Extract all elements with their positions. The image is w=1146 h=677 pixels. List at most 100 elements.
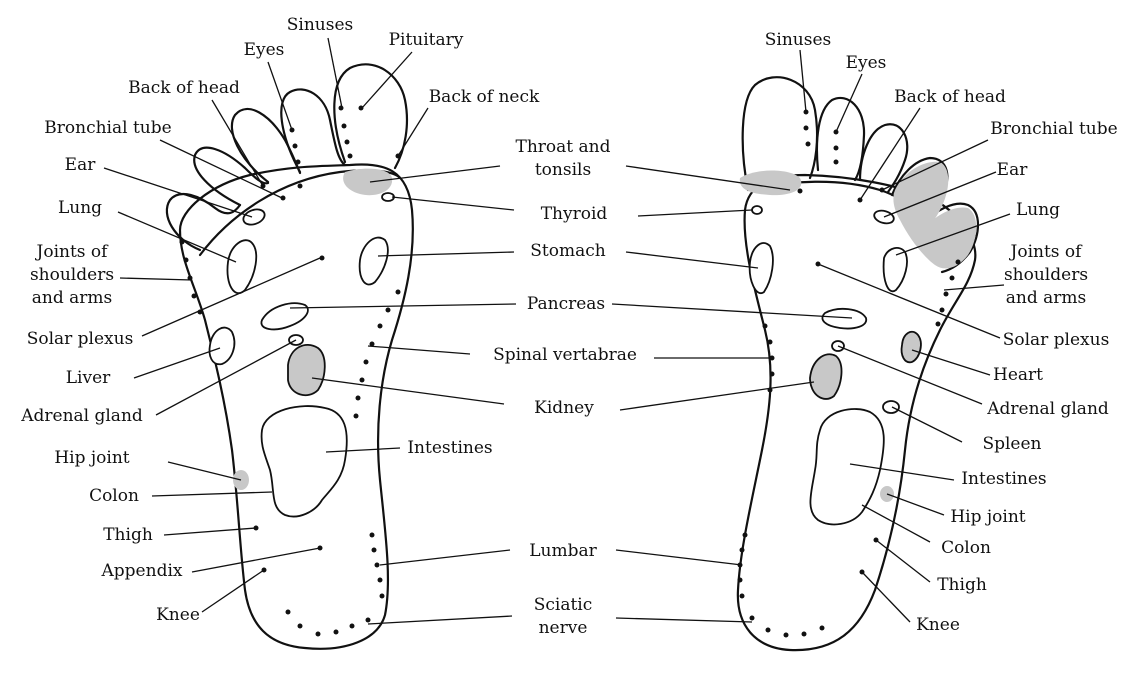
leader-line (397, 107, 429, 157)
leader-line (141, 257, 321, 337)
left-dot (379, 593, 385, 599)
leader-line (133, 347, 221, 379)
right-lung-area (882, 247, 908, 293)
center-labels: Throat and tonsils Thyroid Stomach Pancr… (289, 137, 853, 638)
label-back-of-head-left: Back of head (128, 78, 240, 98)
leader-line (911, 349, 991, 376)
right-spleen-spot (882, 400, 900, 414)
left-dot (297, 183, 303, 189)
right-dot (803, 125, 809, 131)
label-solar-plexus-right: Solar plexus (1003, 330, 1110, 350)
left-dot (280, 195, 286, 201)
left-liver-area (208, 326, 236, 366)
left-dot (377, 577, 383, 583)
right-dot (742, 532, 748, 538)
left-dot (297, 623, 303, 629)
leader-line (377, 251, 515, 257)
leader-line (886, 493, 945, 516)
leader-line (163, 527, 257, 536)
left-dot (341, 123, 347, 129)
left-dot (377, 323, 383, 329)
leader-line (859, 107, 921, 201)
label-joints-left-1: Joints of (35, 242, 110, 262)
label-spleen-right: Spleen (982, 434, 1041, 454)
label-stomach: Stomach (530, 241, 605, 261)
label-bronchial-tube-right: Bronchial tube (990, 119, 1117, 139)
left-dot (385, 307, 391, 313)
label-lung-left: Lung (58, 198, 102, 218)
right-foot-sole-outline (736, 173, 977, 652)
left-dot (395, 289, 401, 295)
leader-line (103, 167, 253, 218)
right-foot: Sinuses Eyes Back of head Bronchial tube… (736, 30, 1118, 652)
right-dot (819, 625, 825, 631)
left-foot-little-toe (165, 192, 242, 252)
leader-line (167, 461, 242, 481)
left-foot-fourth-toe (193, 146, 270, 207)
left-dot (295, 159, 301, 165)
right-kidney-area (809, 353, 843, 400)
label-eyes-right: Eyes (846, 53, 887, 73)
label-knee-right: Knee (916, 615, 960, 635)
leader-line (625, 251, 759, 269)
label-pancreas: Pancreas (527, 294, 605, 314)
label-pituitary-left: Pituitary (389, 30, 464, 50)
leader-line (883, 171, 997, 218)
right-dot (939, 307, 945, 313)
leader-line (289, 303, 517, 309)
label-spinal-vertabrae: Spinal vertabrae (493, 345, 637, 365)
label-hip-joint-right: Hip joint (950, 507, 1025, 527)
leader-line (367, 345, 471, 355)
left-dot (359, 377, 365, 383)
left-dot (369, 341, 375, 347)
label-sinuses-left: Sinuses (287, 15, 354, 35)
right-dot (762, 323, 768, 329)
leader-line (637, 209, 753, 217)
left-foot: Sinuses Pituitary Eyes Back of head Back… (20, 15, 540, 650)
label-lumbar: Lumbar (529, 541, 597, 561)
leader-line (849, 463, 955, 481)
right-foot-little-toe (920, 202, 980, 274)
left-dot (353, 413, 359, 419)
left-pancreas-area (260, 302, 309, 331)
leader-line (325, 447, 401, 453)
left-dot (371, 547, 377, 553)
leader-line (615, 549, 743, 566)
leader-line (817, 263, 1001, 339)
right-stomach-area (748, 242, 774, 295)
leader-line (611, 303, 853, 319)
left-dot (333, 629, 339, 635)
label-joints-right-2: shoulders (1004, 265, 1088, 285)
left-stomach-area (358, 236, 389, 286)
left-throat-area (343, 168, 393, 196)
leader-line (361, 51, 413, 109)
leader-line (311, 377, 505, 405)
right-dot (943, 291, 949, 297)
right-dot (955, 259, 961, 265)
label-thyroid: Thyroid (541, 204, 608, 224)
leader-line (891, 406, 963, 443)
left-foot-second-toe (280, 88, 347, 174)
label-back-of-neck-left: Back of neck (429, 87, 540, 107)
label-appendix-left: Appendix (101, 561, 183, 581)
leader-line (799, 49, 807, 113)
label-ear-right: Ear (997, 160, 1029, 180)
right-intestines-area (809, 408, 885, 526)
right-dot (767, 339, 773, 345)
label-intestines-center: Intestines (407, 438, 492, 458)
right-dot (805, 141, 811, 147)
right-thyroid-spot (751, 205, 763, 215)
label-intestines-right: Intestines (961, 469, 1046, 489)
label-joints-left-3: and arms (32, 288, 112, 308)
label-colon-left: Colon (89, 486, 139, 506)
label-thigh-right: Thigh (937, 575, 987, 595)
label-heart-right: Heart (993, 365, 1043, 385)
leader-line (379, 549, 511, 566)
left-dot (349, 623, 355, 629)
left-dot (369, 532, 375, 538)
left-ear-spot (242, 208, 266, 226)
label-joints-right-1: Joints of (1009, 242, 1084, 262)
leader-line (861, 571, 911, 623)
right-ear-lung-area (893, 161, 977, 269)
left-foot-third-toe (230, 108, 302, 184)
